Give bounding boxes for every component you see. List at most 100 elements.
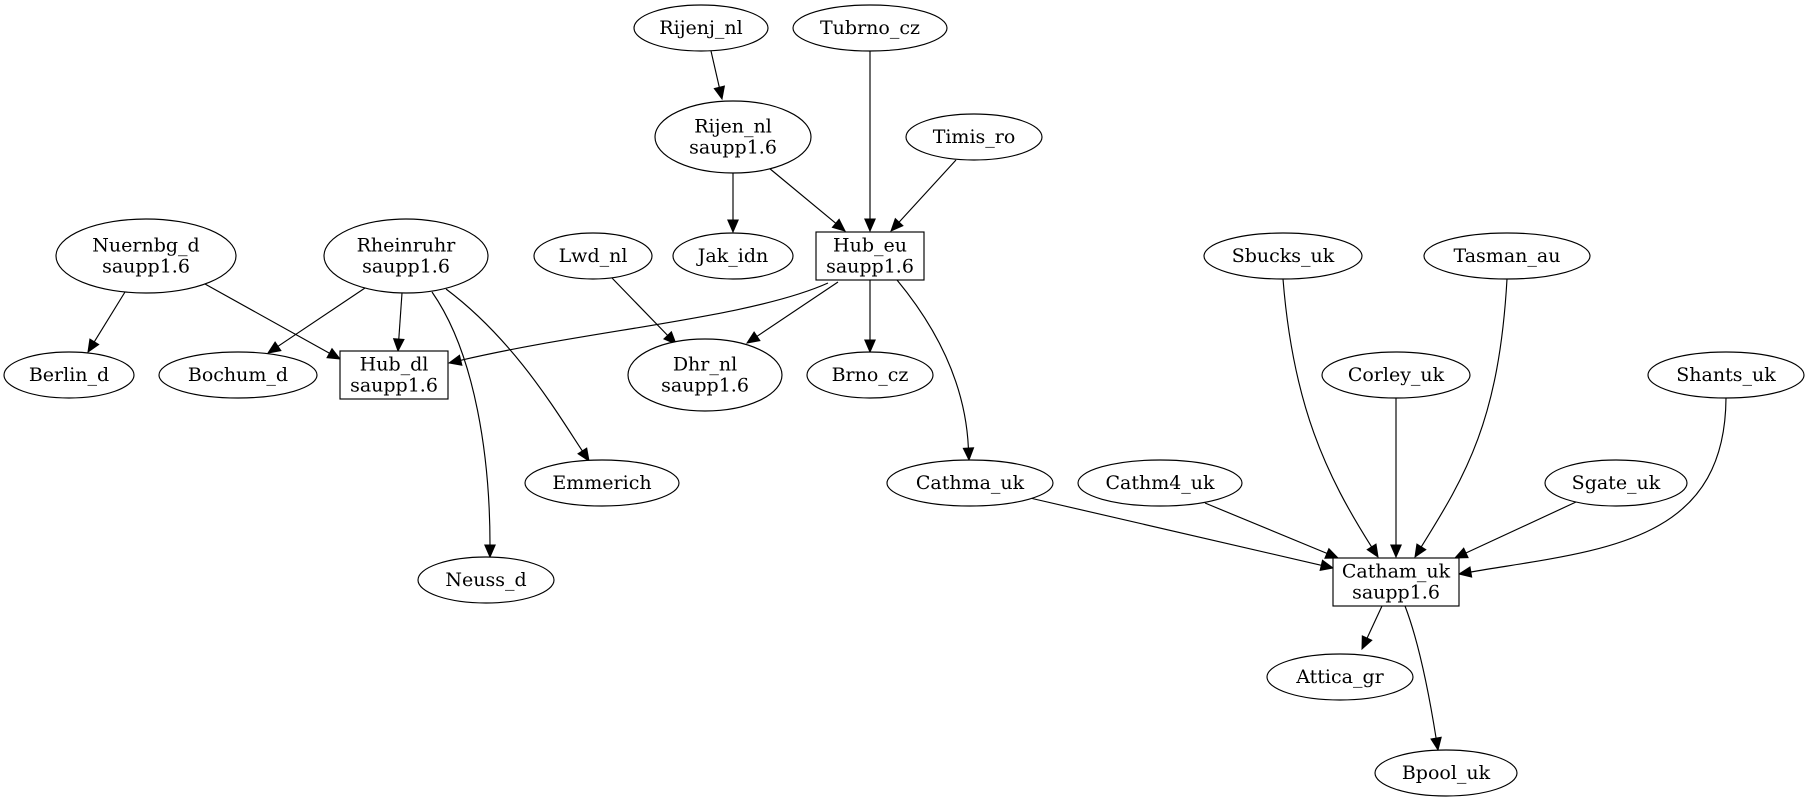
- arrowhead-icon: [484, 544, 496, 559]
- node-sgate-uk: Sgate_uk: [1544, 459, 1688, 507]
- node-label: Cathma_uk: [916, 472, 1025, 494]
- arrowhead-icon: [1414, 543, 1427, 559]
- edge-line: [1404, 605, 1437, 739]
- node-label: Bpool_uk: [1402, 762, 1491, 784]
- edge-corley_uk-to-catham_uk: [1390, 398, 1402, 559]
- edge-line: [1029, 497, 1322, 566]
- arrowhead-icon: [864, 339, 876, 354]
- node-label: Rheinruhr: [357, 235, 457, 257]
- node-ellipse: [792, 4, 948, 52]
- edge-line: [611, 277, 669, 336]
- edges-layer: [87, 50, 1727, 752]
- node-lwd-nl: Lwd_nl: [533, 232, 653, 280]
- node-ellipse: [1374, 749, 1518, 797]
- edge-hub_eu-to-cathma_uk: [896, 279, 975, 462]
- node-ellipse: [886, 459, 1054, 507]
- arrowhead-icon: [890, 217, 904, 232]
- arrowhead-icon: [713, 85, 726, 101]
- node-ellipse: [1321, 351, 1471, 399]
- node-ellipse: [672, 232, 794, 280]
- edge-rijenj_nl-to-rijen_nl: [710, 50, 726, 101]
- edge-nuernbg_d-to-berlin_d: [87, 291, 126, 354]
- node-ellipse: [3, 351, 135, 399]
- node-berlin-d: Berlin_d: [3, 351, 135, 399]
- node-timis-ro: Timis_ro: [905, 113, 1043, 161]
- edge-line: [898, 159, 957, 223]
- node-ellipse: [1423, 232, 1591, 280]
- node-cathm4-uk: Cathm4_uk: [1077, 459, 1243, 507]
- arrowhead-icon: [1361, 635, 1373, 651]
- node-ellipse: [633, 4, 769, 52]
- node-jak-idn: Jak_idn: [672, 232, 794, 280]
- edge-nuernbg_d-to-hub_dl: [204, 283, 342, 360]
- node-label: Cathm4_uk: [1105, 472, 1215, 494]
- edge-line: [710, 50, 720, 88]
- node-label: Bochum_d: [188, 364, 288, 386]
- node-rijenj-nl: Rijenj_nl: [633, 4, 769, 52]
- node-sublabel: saupp1.6: [689, 137, 777, 159]
- edge-line: [1470, 397, 1727, 573]
- arrowhead-icon: [1390, 544, 1402, 559]
- edge-line: [431, 291, 491, 546]
- arrowhead-icon: [1453, 547, 1469, 559]
- edge-hub_eu-to-hub_dl: [447, 282, 829, 366]
- node-label: Rijen_nl: [694, 116, 772, 138]
- arrowhead-icon: [1430, 736, 1442, 752]
- node-tasman-au: Tasman_au: [1423, 232, 1591, 280]
- edge-line: [398, 292, 403, 340]
- arrowhead-icon: [326, 347, 342, 360]
- node-ellipse: [323, 218, 489, 294]
- edge-line: [445, 288, 583, 452]
- edge-line: [1465, 501, 1577, 554]
- arrowhead-icon: [663, 330, 677, 345]
- node-sublabel: saupp1.6: [102, 256, 190, 278]
- arrowhead-icon: [392, 338, 405, 353]
- edge-cathm4_uk-to-catham_uk: [1204, 502, 1340, 559]
- arrowhead-icon: [577, 447, 590, 463]
- edge-tasman_au-to-catham_uk: [1414, 278, 1508, 559]
- node-label: Emmerich: [552, 472, 651, 494]
- arrowhead-icon: [87, 338, 100, 354]
- edge-hub_eu-to-dhr_nl: [745, 281, 839, 344]
- node-label: Shants_uk: [1676, 364, 1776, 386]
- edge-hub_eu-to-brno_cz: [864, 280, 876, 354]
- node-ellipse: [654, 100, 812, 174]
- node-ellipse: [806, 351, 934, 399]
- node-box: [1332, 557, 1460, 607]
- node-box: [339, 350, 449, 400]
- node-label: Attica_gr: [1295, 666, 1384, 688]
- arrowhead-icon: [1319, 559, 1335, 572]
- node-label: Hub_dl: [360, 354, 429, 376]
- node-attica-gr: Attica_gr: [1266, 653, 1414, 701]
- edge-timis_ro-to-hub_eu: [890, 159, 957, 232]
- node-label: Timis_ro: [933, 126, 1016, 148]
- node-sublabel: saupp1.6: [826, 256, 914, 278]
- node-ellipse: [1266, 653, 1414, 701]
- edge-rheinruhr-to-hub_dl: [392, 292, 405, 353]
- node-box: [815, 231, 925, 281]
- edge-shants_uk-to-catham_uk: [1457, 397, 1727, 578]
- arrowhead-icon: [864, 218, 876, 233]
- edge-rheinruhr-to-bochum_d: [266, 287, 366, 354]
- node-label: Jak_idn: [696, 245, 768, 267]
- node-label: Sgate_uk: [1572, 472, 1661, 494]
- node-ellipse: [627, 338, 783, 412]
- edge-lwd_nl-to-dhr_nl: [611, 277, 677, 345]
- edge-sbucks_uk-to-catham_uk: [1282, 278, 1379, 559]
- node-label: Catham_uk: [1342, 561, 1451, 583]
- arrowhead-icon: [745, 331, 761, 344]
- edge-line: [93, 291, 126, 343]
- edge-line: [768, 167, 837, 224]
- edge-line: [756, 281, 839, 337]
- node-label: Tubrno_cz: [820, 17, 920, 39]
- edge-line: [896, 279, 969, 449]
- edge-line: [277, 287, 366, 347]
- node-sublabel: saupp1.6: [661, 375, 749, 397]
- node-label: Lwd_nl: [559, 245, 628, 267]
- node-emmerich: Emmerich: [524, 459, 680, 507]
